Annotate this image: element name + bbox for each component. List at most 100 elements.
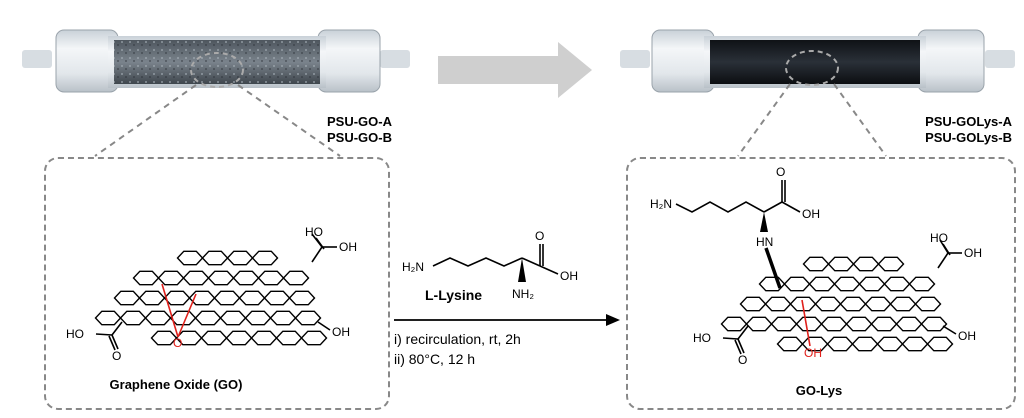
label-oh-carboxyl-right: OH [964, 246, 982, 260]
label-red-oh: OH [804, 346, 822, 360]
hexagon-ring [764, 296, 792, 312]
label-h2n-lysine: H₂N [402, 260, 424, 274]
sample-label-golys-b: PSU-GOLys-B [925, 130, 1012, 145]
hexagon-ring [801, 336, 829, 352]
label-ho-right: HO [693, 331, 711, 345]
hexagon-ring [213, 290, 241, 306]
hexagon-ring [275, 330, 303, 346]
lysine-structure [432, 244, 559, 282]
label-ho-top-left: HO [305, 225, 323, 239]
go-substituents-left [95, 233, 337, 351]
panel-graphene-oxide [44, 157, 390, 410]
hexagon-ring [739, 296, 767, 312]
sample-labels-left: PSU-GO-A PSU-GO-B [327, 114, 392, 146]
label-ho-top-right: HO [930, 231, 948, 245]
label-hn-right: HN [756, 235, 773, 249]
hexagon-ring [858, 276, 886, 292]
hexagon-ring [802, 256, 830, 272]
label-oh-lys-right: OH [802, 207, 820, 221]
hexagon-ring [201, 250, 229, 266]
sample-label-go-b: PSU-GO-B [327, 130, 392, 145]
hexagon-ring [263, 290, 291, 306]
reagent-name: L-Lysine [425, 287, 482, 303]
label-nh2-lysine: NH₂ [512, 287, 534, 301]
go-substituents-right [722, 239, 962, 355]
hexagon-ring [745, 316, 773, 332]
hexagon-ring [883, 276, 911, 292]
hexagon-ring [182, 270, 210, 286]
hexagon-ring [257, 270, 285, 286]
hexagon-ring [250, 330, 278, 346]
hexagon-ring [901, 336, 929, 352]
hexagon-ring [914, 296, 942, 312]
label-epoxide-o: O [173, 336, 182, 350]
sample-label-go-a: PSU-GO-A [327, 114, 392, 129]
hexagon-ring [776, 336, 804, 352]
hydroxyl-red-right [801, 299, 811, 347]
hexagon-ring [176, 250, 204, 266]
go-sheet-right [720, 256, 954, 352]
hexagon-ring [144, 310, 172, 326]
hexagon-ring [119, 310, 147, 326]
hexagon-ring [194, 310, 222, 326]
condition-2: ii) 80°C, 12 h [394, 351, 475, 367]
hexagon-ring [138, 290, 166, 306]
column-photos [22, 29, 1015, 98]
hexagon-ring [113, 290, 141, 306]
label-oh-phenol-left: OH [332, 325, 350, 339]
label-h2n-right: H₂N [650, 197, 672, 211]
hexagon-ring [132, 270, 160, 286]
hexagon-ring [207, 270, 235, 286]
label-oh-phenol-right: OH [958, 329, 976, 343]
hexagon-ring [889, 296, 917, 312]
hexagon-ring [251, 250, 279, 266]
hexagon-ring [908, 276, 936, 292]
condition-1: i) recirculation, rt, 2h [394, 331, 521, 347]
hexagon-ring [175, 330, 203, 346]
hexagon-ring [288, 290, 316, 306]
hexagon-ring [839, 296, 867, 312]
caption-go-lys: GO-Lys [796, 383, 842, 398]
label-o-carbonyl-left: O [112, 349, 121, 363]
hexagon-ring [238, 290, 266, 306]
hexagon-ring [188, 290, 216, 306]
hexagon-ring [895, 316, 923, 332]
hexagon-ring [163, 290, 191, 306]
caption-graphene-oxide: Graphene Oxide (GO) [110, 377, 243, 392]
hexagon-ring [269, 310, 297, 326]
hexagon-ring [864, 296, 892, 312]
hexagon-ring [758, 276, 786, 292]
sample-label-golys-a: PSU-GOLys-A [925, 114, 1012, 129]
label-oh-lysine: OH [560, 269, 578, 283]
hexagon-ring [920, 316, 948, 332]
panel-go-lys [626, 157, 1016, 410]
hexagon-ring [845, 316, 873, 332]
hexagon-ring [150, 330, 178, 346]
hexagon-ring [226, 250, 254, 266]
transform-arrow [438, 42, 592, 98]
hexagon-ring [820, 316, 848, 332]
hexagon-ring [814, 296, 842, 312]
hexagon-ring [826, 336, 854, 352]
label-o-carbonyl-right: O [738, 353, 747, 367]
hexagon-ring [808, 276, 836, 292]
hexagon-ring [94, 310, 122, 326]
hexagon-ring [870, 316, 898, 332]
hexagon-ring [282, 270, 310, 286]
go-sheet-left [94, 250, 328, 346]
hexagon-ring [833, 276, 861, 292]
hexagon-ring [827, 256, 855, 272]
hexagon-ring [219, 310, 247, 326]
hexagon-ring [852, 256, 880, 272]
hexagon-ring [300, 330, 328, 346]
hexagon-ring [926, 336, 954, 352]
hexagon-ring [232, 270, 260, 286]
lysine-chain-right [675, 180, 801, 289]
hexagon-ring [795, 316, 823, 332]
hexagon-ring [225, 330, 253, 346]
hexagon-ring [200, 330, 228, 346]
epoxide-left [161, 283, 197, 338]
column-photo-golys [620, 29, 1015, 93]
hexagon-ring [770, 316, 798, 332]
